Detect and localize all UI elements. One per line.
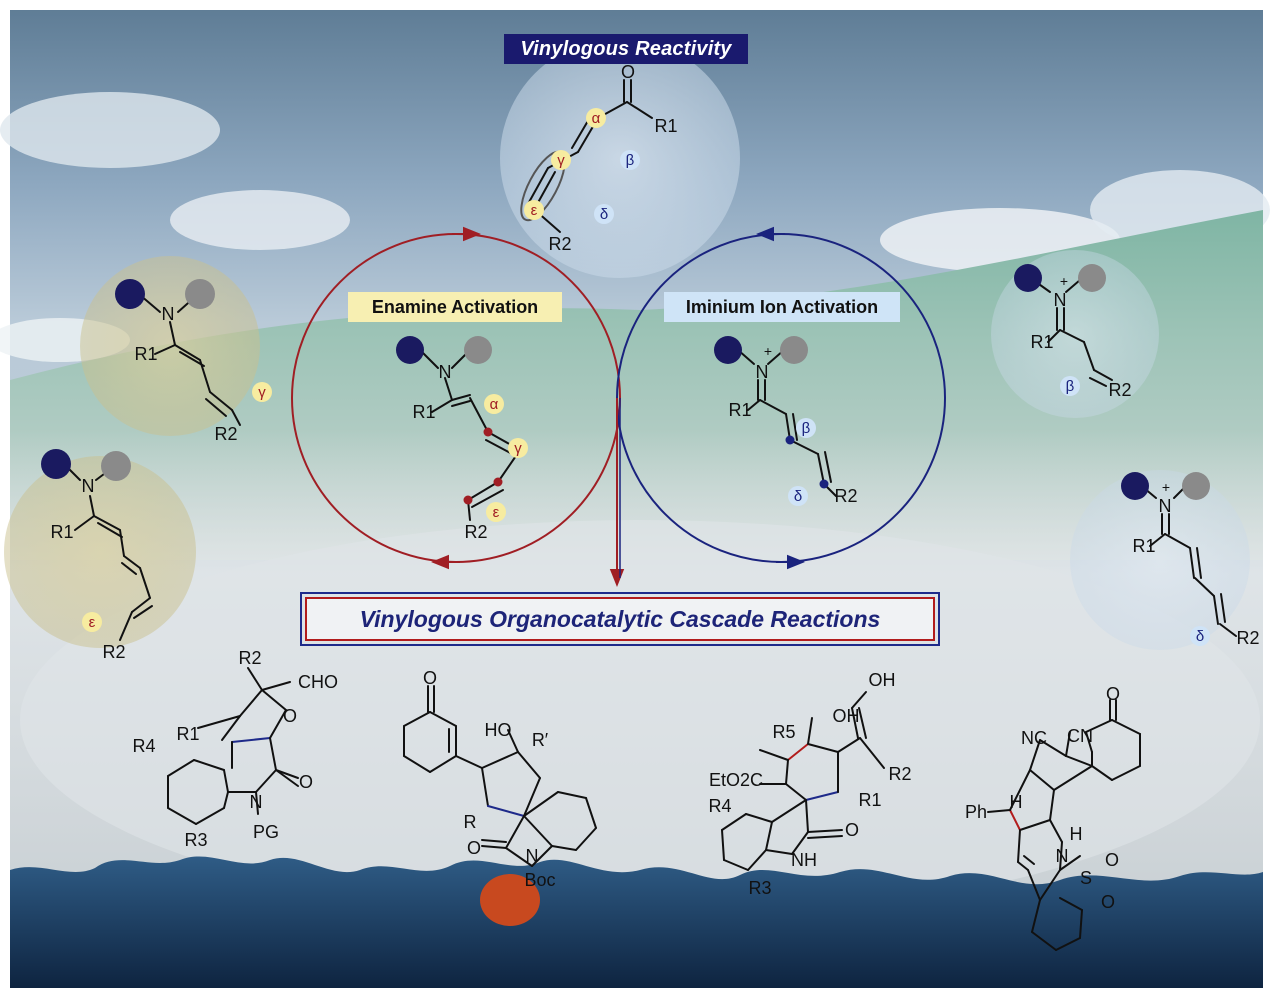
group-Boc: Boc <box>524 870 555 890</box>
atom-R1: R1 <box>134 344 157 364</box>
atom-R1: R1 <box>50 522 73 542</box>
atom-H: H <box>1070 824 1083 844</box>
enamine-gamma: γ <box>514 440 522 457</box>
atom-N: N <box>250 792 263 812</box>
right-beta: β <box>1066 378 1075 395</box>
delta-label: δ <box>600 206 608 223</box>
group-CHO: CHO <box>298 672 338 692</box>
atom-O: O <box>845 820 859 840</box>
group-PG: PG <box>253 822 279 842</box>
atom-R1: R1 <box>1030 332 1053 352</box>
vinylogous-reactivity-title: Vinylogous Reactivity <box>504 34 748 64</box>
atom-labels: O R1 R2 N R1 R2 N + R1 R2 N R1 R2 N R1 R… <box>50 62 1259 912</box>
atom-R2: R2 <box>102 642 125 662</box>
atom-R4: R4 <box>132 736 155 756</box>
atom-N: N <box>162 304 175 324</box>
reactive-site-dots <box>463 427 829 505</box>
atom-R2: R2 <box>888 764 911 784</box>
gamma-label: γ <box>557 152 565 169</box>
catalyst-spheres <box>41 264 1210 500</box>
atom-O: O <box>467 838 481 858</box>
left-epsilon: ε <box>89 614 96 631</box>
plus-charge: + <box>1060 273 1068 289</box>
atom-N: N <box>1056 846 1069 866</box>
atom-N: N <box>1054 290 1067 310</box>
group-EtO2C: EtO2C <box>709 770 763 790</box>
atom-R1: R1 <box>176 724 199 744</box>
enamine-epsilon: ε <box>493 504 500 521</box>
atom-S: S <box>1080 868 1092 888</box>
alpha-label: α <box>592 110 601 127</box>
beta-label: β <box>626 152 635 169</box>
atom-R5: R5 <box>772 722 795 742</box>
left-trienamine-epsilon <box>65 465 153 641</box>
atom-R1: R1 <box>728 400 751 420</box>
atom-O: O <box>299 772 313 792</box>
atom-R3: R3 <box>748 878 771 898</box>
group-NC: NC <box>1021 728 1047 748</box>
atom-O: O <box>1101 892 1115 912</box>
atom-R2: R2 <box>464 522 487 542</box>
atom-R2: R2 <box>834 486 857 506</box>
atom-R2: R2 <box>214 424 237 444</box>
group-NH: NH <box>791 850 817 870</box>
atom-R1: R1 <box>412 402 435 422</box>
atom-N: N <box>526 846 539 866</box>
atom-R1: R1 <box>1132 536 1155 556</box>
group-CN: CN <box>1067 726 1093 746</box>
dienamine-structure <box>419 349 521 521</box>
atom-R1: R1 <box>654 116 677 136</box>
product-2-structure <box>403 685 597 867</box>
iminium-structure <box>737 349 837 497</box>
atom-R2: R2 <box>548 234 571 254</box>
atom-O: O <box>621 62 635 82</box>
convergence-arrow <box>609 398 625 587</box>
atom-R2: R2 <box>1236 628 1259 648</box>
atom-N: N <box>439 362 452 382</box>
iminium-delta: δ <box>794 488 802 505</box>
group-OH: OH <box>833 706 860 726</box>
right-delta: δ <box>1196 628 1204 645</box>
atom-O: O <box>283 706 297 726</box>
group-HO: HO <box>485 720 512 740</box>
atom-H: H <box>1010 792 1023 812</box>
atom-R: R <box>464 812 477 832</box>
atom-R2: R2 <box>238 648 261 668</box>
enamine-activation-label: Enamine Activation <box>348 292 562 322</box>
left-gamma: γ <box>258 384 266 401</box>
greek-badges: α β γ ε δ α γ ε β δ γ ε β δ <box>82 108 1210 646</box>
atom-R1: R1 <box>858 790 881 810</box>
epsilon-label: ε <box>531 202 538 219</box>
iminium-beta: β <box>802 420 811 437</box>
atom-R4: R4 <box>708 796 731 816</box>
group-OH: OH <box>869 670 896 690</box>
plus-charge: + <box>764 343 772 359</box>
atom-O: O <box>423 668 437 688</box>
atom-O: O <box>1105 850 1119 870</box>
iminium-activation-label: Iminium Ion Activation <box>664 292 900 322</box>
cascade-title: Vinylogous Organocatalytic Cascade React… <box>305 597 935 641</box>
product-3-structure <box>721 691 885 871</box>
product-1-structure <box>167 667 299 825</box>
cascade-title-box: Vinylogous Organocatalytic Cascade React… <box>300 592 940 646</box>
atom-R3: R3 <box>184 830 207 850</box>
atom-Rprime: R′ <box>532 730 549 750</box>
atom-N: N <box>82 476 95 496</box>
group-Ph: Ph <box>965 802 987 822</box>
enamine-alpha: α <box>490 396 499 413</box>
atom-N: N <box>756 362 769 382</box>
iminium-catalytic-cycle <box>616 226 946 570</box>
atom-N: N <box>1159 496 1172 516</box>
atom-O: O <box>1106 684 1120 704</box>
product-4-structure <box>987 699 1141 951</box>
atom-R2: R2 <box>1108 380 1131 400</box>
plus-charge: + <box>1162 479 1170 495</box>
